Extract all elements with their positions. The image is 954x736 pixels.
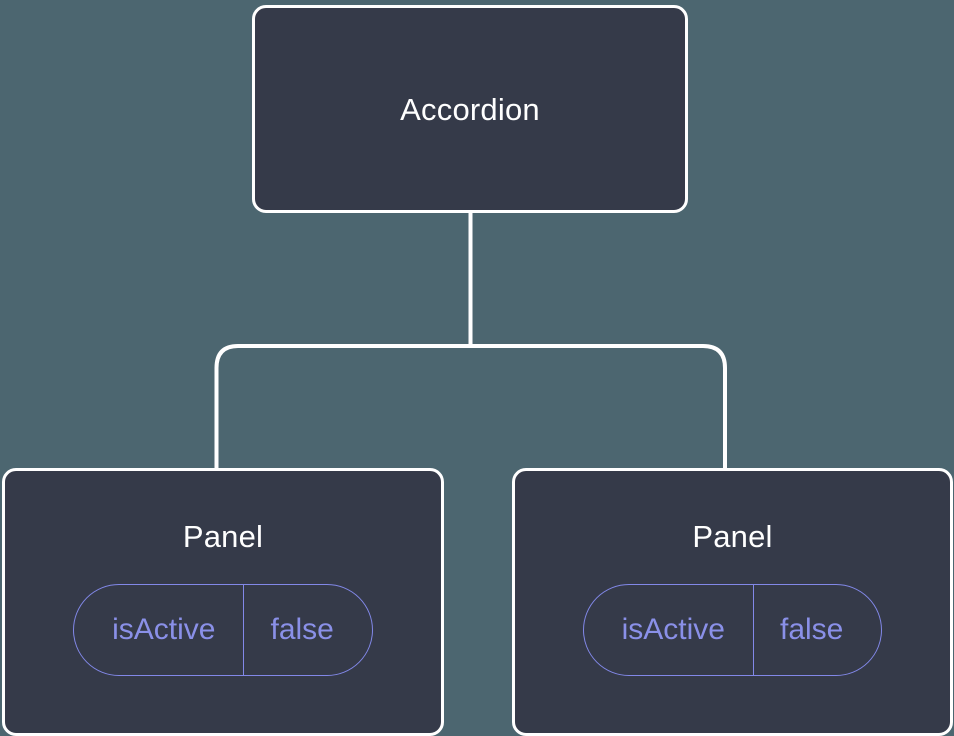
node-panel-left[interactable]: Panel isActive false <box>2 468 444 736</box>
node-accordion-label: Accordion <box>400 91 540 127</box>
connector-branch-right <box>470 344 727 470</box>
node-panel-left-label: Panel <box>182 519 264 554</box>
state-value-left: false <box>243 585 371 675</box>
state-pill-left[interactable]: isActive false <box>73 584 373 676</box>
state-key-right: isActive <box>621 613 725 646</box>
state-value-right: false <box>752 585 881 675</box>
connector-branch-left <box>214 344 471 470</box>
node-panel-right-label: Panel <box>692 519 773 554</box>
state-pill-right[interactable]: isActive false <box>582 584 883 676</box>
state-key-left: isActive <box>112 613 216 646</box>
node-panel-right[interactable]: Panel isActive false <box>512 468 953 736</box>
node-accordion[interactable]: Accordion <box>252 5 688 213</box>
